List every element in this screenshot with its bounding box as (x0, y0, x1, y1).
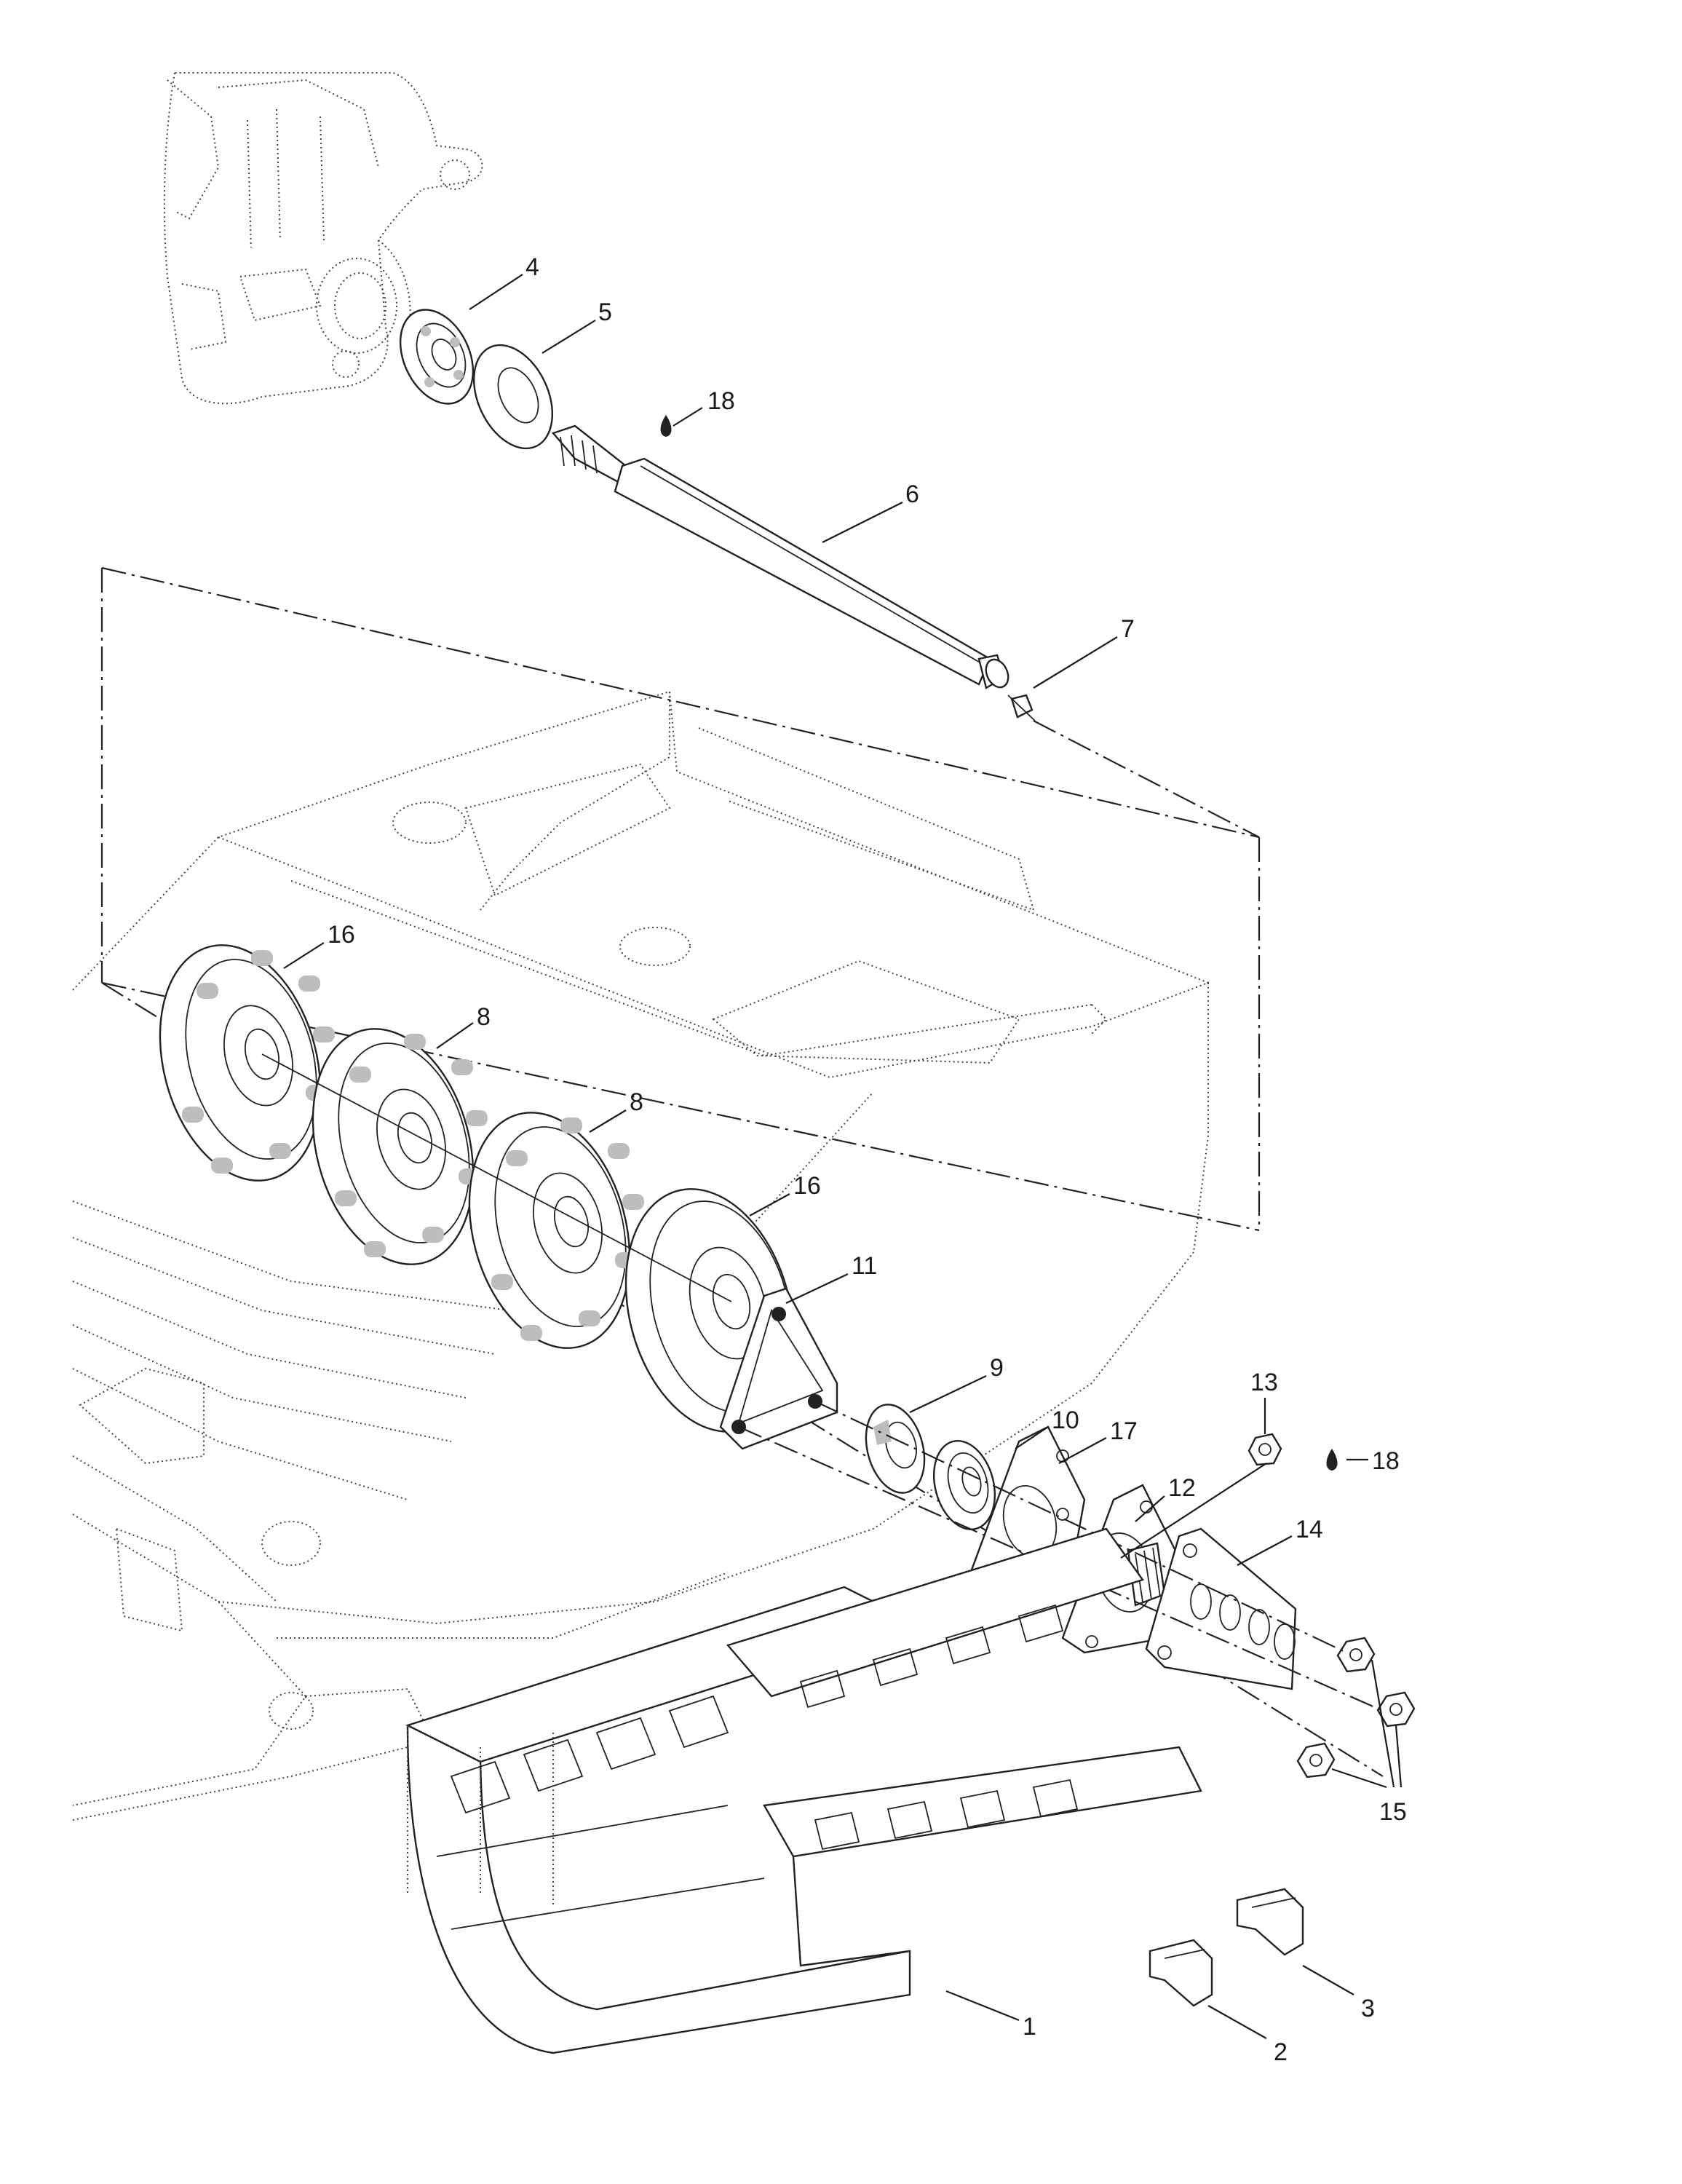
callout-13: 13 (1250, 1369, 1278, 1396)
slider-clip-2 (1149, 1939, 1213, 2007)
sprocket-16-left (159, 944, 335, 1182)
callout-8-second: 8 (630, 1088, 643, 1116)
leader-lines (283, 274, 1403, 2039)
callout-3: 3 (1361, 1995, 1375, 2022)
gearbox-housing (163, 72, 483, 405)
callout-10: 10 (1052, 1406, 1079, 1434)
callout-18-top: 18 (707, 387, 735, 415)
drive-shaft-6 (551, 424, 1009, 689)
rear-axis (814, 1401, 1347, 1653)
sprocket-8-second (468, 1112, 644, 1349)
callout-17: 17 (1110, 1417, 1138, 1445)
callout-9: 9 (990, 1354, 1004, 1382)
callout-11: 11 (852, 1252, 877, 1280)
callout-8-first: 8 (477, 1003, 491, 1031)
nuts-15 (1296, 1637, 1416, 1779)
nut-13 (1247, 1433, 1282, 1466)
sprocket-8-first (312, 1028, 488, 1265)
callout-12: 12 (1168, 1474, 1196, 1502)
callout-2: 2 (1274, 2038, 1288, 2066)
slider-clip-3 (1236, 1888, 1304, 1956)
track-1 (405, 1527, 1202, 2054)
callout-5: 5 (598, 298, 612, 326)
callout-labels: 4 5 18 6 7 16 8 8 16 11 9 10 17 12 13 18… (328, 253, 1407, 2066)
bearing-4 (399, 309, 475, 405)
callout-6: 6 (905, 480, 919, 508)
callout-7: 7 (1121, 615, 1135, 643)
callout-16-right: 16 (793, 1172, 821, 1200)
grease-drop-18-right (1326, 1449, 1338, 1471)
bracket-14 (1145, 1527, 1297, 1690)
callout-14: 14 (1296, 1516, 1323, 1543)
grease-drop-18-top (660, 415, 672, 437)
callout-1: 1 (1023, 2013, 1036, 2041)
bearing-10 (932, 1440, 996, 1530)
clip-7 (1007, 694, 1036, 721)
callout-18-right: 18 (1372, 1447, 1400, 1475)
callout-15: 15 (1379, 1798, 1407, 1826)
callout-16-left: 16 (328, 921, 355, 949)
callout-4: 4 (525, 253, 539, 281)
lock-collar-9 (865, 1404, 926, 1494)
chassis-tunnel (72, 690, 1209, 1821)
sprocket-axis (261, 1053, 732, 1302)
washer-5 (472, 344, 554, 450)
